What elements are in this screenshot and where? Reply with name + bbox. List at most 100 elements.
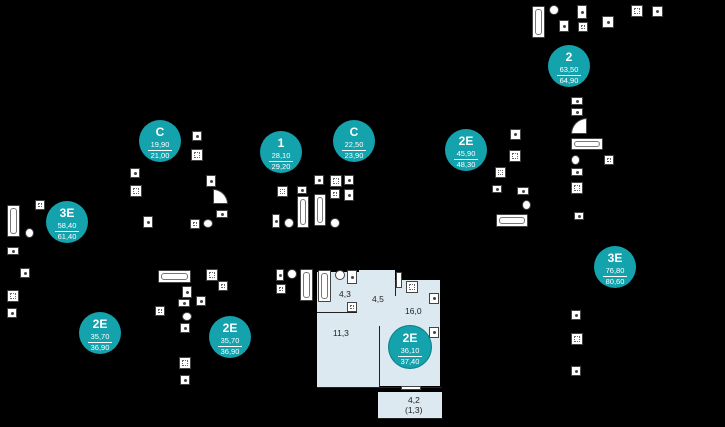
room-area-label: 4,3 xyxy=(339,289,351,299)
toilet-icon xyxy=(25,228,34,238)
sink-icon xyxy=(178,299,190,307)
kitchen-sink-icon xyxy=(314,175,324,185)
stove-icon xyxy=(179,357,191,369)
fridge-icon xyxy=(429,327,439,338)
toilet-icon xyxy=(571,155,580,165)
toilet-icon xyxy=(335,270,345,280)
bathtub-icon xyxy=(7,205,20,237)
washer-icon xyxy=(330,189,340,199)
apartment-total-area: 37,40 xyxy=(398,356,422,366)
kitchen-sink-icon xyxy=(130,168,140,178)
bathtub-icon xyxy=(314,194,326,226)
apartment-badge[interactable]: С 22,50 23,90 xyxy=(333,120,375,162)
kitchen-sink-icon xyxy=(571,366,581,376)
kitchen-sink-icon xyxy=(429,293,439,304)
apartment-badge[interactable]: 2Е 35,70 36,90 xyxy=(209,316,251,358)
room-bedroom xyxy=(317,312,379,388)
room-area-label: 11,3 xyxy=(333,328,349,338)
apartment-badge[interactable]: 2Е 35,70 36,90 xyxy=(79,312,121,354)
kitchen-sink-icon xyxy=(510,129,521,140)
apartment-badge[interactable]: 3Е 58,40 61,40 xyxy=(46,201,88,243)
apartment-type: 3Е xyxy=(607,251,623,265)
toilet-icon xyxy=(287,269,297,279)
apartment-total-area: 64,90 xyxy=(557,75,581,85)
apartment-type: 2Е xyxy=(92,317,108,331)
bathtub-icon xyxy=(571,138,603,150)
apartment-living-area: 63,50 xyxy=(559,65,579,74)
sink-icon xyxy=(571,168,583,176)
bathtub-icon xyxy=(496,214,528,227)
apartment-total-area: 29,20 xyxy=(269,161,293,171)
sink-icon xyxy=(492,185,502,193)
apartment-badge[interactable]: 1 28,10 29,20 xyxy=(260,131,302,173)
washer-icon xyxy=(190,219,200,229)
washer-icon xyxy=(578,22,588,32)
apartment-badge[interactable]: 2 63,50 64,90 xyxy=(548,45,590,87)
apartment-total-area: 48,30 xyxy=(454,159,478,169)
sink-icon xyxy=(276,269,284,281)
kitchen-sink-icon xyxy=(20,268,30,278)
apartment-type: С xyxy=(155,125,165,139)
wall xyxy=(378,418,442,419)
kitchen-sink-icon xyxy=(7,308,17,318)
door-icon xyxy=(396,272,402,288)
stove-icon xyxy=(130,185,142,197)
bathtub-icon xyxy=(300,269,313,301)
sink-icon xyxy=(143,216,153,228)
sink-icon xyxy=(297,186,307,194)
sink-icon xyxy=(344,175,354,185)
sink-icon xyxy=(574,212,584,220)
apartment-total-area: 23,90 xyxy=(342,150,366,160)
bathtub-icon xyxy=(158,270,191,283)
sink-icon xyxy=(577,5,587,19)
kitchen-sink-icon xyxy=(180,375,190,385)
room-loggia xyxy=(378,392,442,418)
room-area-label: 16,0 xyxy=(405,306,422,316)
sink-icon xyxy=(216,210,228,218)
stove-icon xyxy=(509,150,521,162)
toilet-icon xyxy=(203,219,213,228)
shower-icon xyxy=(213,189,228,204)
apartment-living-area: 76,80 xyxy=(605,266,625,275)
apartment-type: С xyxy=(349,125,359,139)
apartment-type: 2Е xyxy=(402,331,418,345)
apartment-total-area: 80,60 xyxy=(603,276,627,286)
sink-icon xyxy=(7,247,19,255)
apartment-living-area: 58,40 xyxy=(57,221,77,230)
washer-icon xyxy=(495,167,506,178)
stove-icon xyxy=(206,269,218,281)
sink-icon xyxy=(344,189,354,201)
apartment-badge[interactable]: 3Е 76,80 80,60 xyxy=(594,246,636,288)
washer-icon xyxy=(155,306,165,316)
stove-icon xyxy=(191,149,203,161)
apartment-type: 2Е xyxy=(222,321,238,335)
apartment-type: 2 xyxy=(565,50,573,64)
apartment-living-area: 36,10 xyxy=(400,346,420,355)
apartment-badge[interactable]: 2Е 45,90 48,30 xyxy=(445,129,487,171)
kitchen-sink-icon xyxy=(652,6,663,17)
toilet-icon xyxy=(182,312,192,321)
apartment-living-area: 35,70 xyxy=(220,336,240,345)
sink-icon xyxy=(272,214,280,228)
sink-icon xyxy=(347,270,357,284)
window-icon xyxy=(401,386,421,390)
apartment-badge-selected[interactable]: 2Е 36,10 37,40 xyxy=(389,326,431,368)
wall xyxy=(317,312,357,313)
washer-icon xyxy=(347,302,357,312)
apartment-type: 1 xyxy=(277,136,285,150)
washer-icon xyxy=(604,155,614,165)
stove-icon xyxy=(631,5,643,17)
apartment-badge[interactable]: С 19,90 21,00 xyxy=(139,120,181,162)
toilet-icon xyxy=(522,200,531,210)
apartment-living-area: 19,90 xyxy=(150,140,170,149)
sink-icon xyxy=(206,175,216,187)
sink-icon xyxy=(559,20,569,32)
sink-icon xyxy=(182,286,192,298)
stove-icon xyxy=(406,281,418,293)
washer-icon xyxy=(277,186,288,197)
kitchen-sink-icon xyxy=(192,131,202,141)
bathtub-icon xyxy=(318,270,331,302)
toilet-icon xyxy=(330,218,340,228)
sink-icon xyxy=(517,187,529,195)
